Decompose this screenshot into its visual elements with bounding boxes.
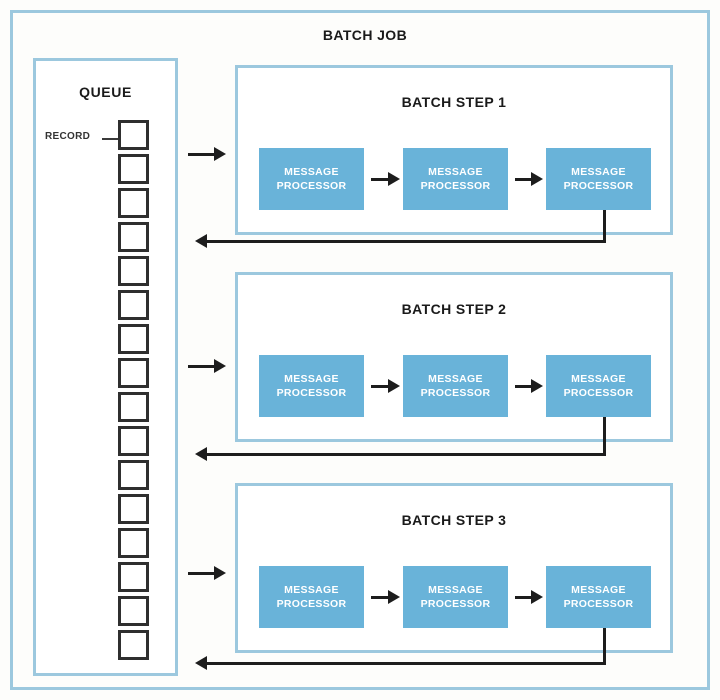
queue-container bbox=[33, 58, 178, 676]
queue-record-box bbox=[118, 324, 149, 354]
return-path-horizontal-2 bbox=[207, 452, 606, 456]
return-path-arrow-head-2 bbox=[195, 447, 207, 461]
processor-arrow-line bbox=[515, 384, 531, 388]
queue-feed-arrow-line-2 bbox=[188, 364, 216, 368]
batch-job-container bbox=[10, 10, 710, 690]
batch-step-title-2: BATCH STEP 2 bbox=[401, 301, 507, 317]
queue-feed-arrow-head-1 bbox=[214, 147, 226, 161]
processor-arrow-line bbox=[371, 384, 388, 388]
return-path-vertical-3 bbox=[603, 628, 606, 663]
return-path-arrow-head-3 bbox=[195, 656, 207, 670]
return-path-horizontal-3 bbox=[207, 661, 606, 665]
queue-record-box bbox=[118, 290, 149, 320]
queue-record-box bbox=[118, 256, 149, 286]
queue-record-box bbox=[118, 630, 149, 660]
processor-arrow-head bbox=[531, 590, 543, 604]
queue-record-box bbox=[118, 494, 149, 524]
processor-arrow-head bbox=[388, 590, 400, 604]
queue-record-box bbox=[118, 528, 149, 558]
queue-record-box bbox=[118, 120, 149, 150]
return-path-vertical-2 bbox=[603, 417, 606, 454]
return-path-horizontal-1 bbox=[207, 239, 606, 243]
processor-arrow-line bbox=[515, 595, 531, 599]
processor-arrow-line bbox=[371, 595, 388, 599]
queue-record-box bbox=[118, 460, 149, 490]
queue-record-box bbox=[118, 358, 149, 388]
queue-title: QUEUE bbox=[79, 84, 132, 100]
processor-arrow-line bbox=[515, 177, 531, 181]
queue-record-box bbox=[118, 222, 149, 252]
batch-step-title-1: BATCH STEP 1 bbox=[401, 94, 507, 110]
processor-arrow-head bbox=[531, 379, 543, 393]
queue-feed-arrow-line-1 bbox=[188, 152, 216, 156]
queue-record-box bbox=[118, 188, 149, 218]
queue-feed-arrow-head-2 bbox=[214, 359, 226, 373]
queue-feed-arrow-line-3 bbox=[188, 571, 216, 575]
batch-step-title-3: BATCH STEP 3 bbox=[401, 512, 507, 528]
record-leader-line bbox=[102, 138, 120, 140]
queue-record-list bbox=[118, 120, 158, 670]
batch-job-title: BATCH JOB bbox=[322, 27, 408, 43]
queue-record-box bbox=[118, 426, 149, 456]
processor-arrow-line bbox=[371, 177, 388, 181]
processor-arrow-head bbox=[531, 172, 543, 186]
queue-record-box bbox=[118, 392, 149, 422]
return-path-vertical-1 bbox=[603, 210, 606, 241]
queue-record-box bbox=[118, 154, 149, 184]
processor-arrow-head bbox=[388, 172, 400, 186]
record-label: RECORD bbox=[45, 131, 91, 142]
queue-record-box bbox=[118, 562, 149, 592]
queue-record-box bbox=[118, 596, 149, 626]
queue-feed-arrow-head-3 bbox=[214, 566, 226, 580]
return-path-arrow-head-1 bbox=[195, 234, 207, 248]
processor-arrow-head bbox=[388, 379, 400, 393]
